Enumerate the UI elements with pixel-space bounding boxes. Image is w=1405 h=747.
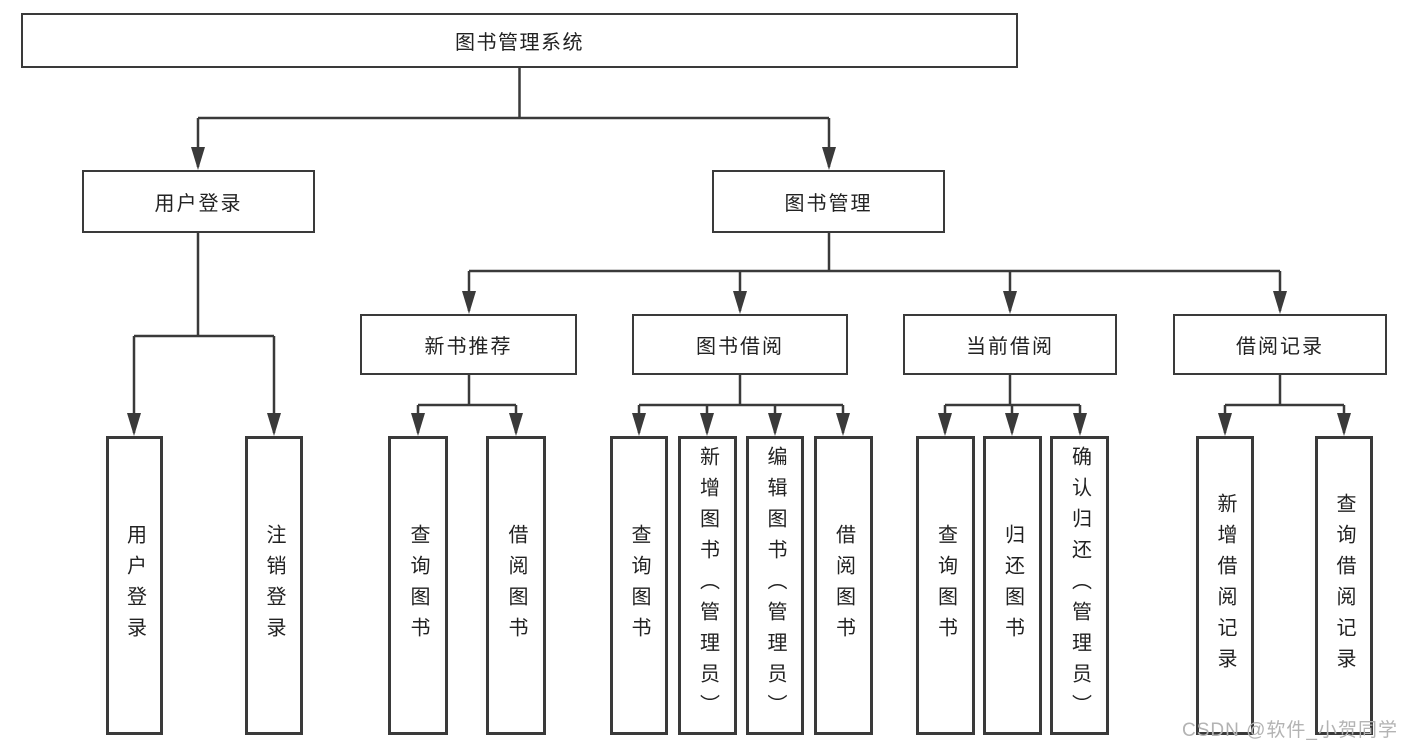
wire-user-login-children [127,233,281,436]
leaf-add-book-admin: 新增图书（管理员） [678,436,737,735]
csdn-watermark: CSDN @软件_小贺同学 [1182,720,1398,741]
leaf-add-book-admin-label: 新增图书（管理员） [696,446,719,725]
leaf-query-books-borrow-label: 查询图书 [628,523,650,648]
node-borrow-record: 借阅记录 [1173,314,1387,375]
wire-root-to-level2 [191,68,836,170]
leaf-borrow-books-borrow: 借阅图书 [814,436,873,735]
node-book-borrow-label: 图书借阅 [696,336,784,358]
leaf-add-borrow-record: 新增借阅记录 [1196,436,1254,735]
wire-book-mgmt-children [462,233,1287,314]
leaf-return-books: 归还图书 [983,436,1042,735]
leaf-return-books-label: 归还图书 [1001,523,1024,648]
node-current-borrow: 当前借阅 [903,314,1117,375]
leaf-user-login-label: 用户登录 [123,523,146,648]
node-root-label: 图书管理系统 [455,32,584,54]
node-user-login-label: 用户登录 [154,193,243,215]
leaf-borrow-books-recommend-label: 借阅图书 [505,523,527,648]
leaf-edit-book-admin: 编辑图书（管理员） [746,436,804,735]
leaf-query-books-recommend-label: 查询图书 [407,523,429,648]
node-current-borrow-label: 当前借阅 [966,336,1054,358]
node-book-mgmt-label: 图书管理 [784,193,873,215]
wire-borrow-record-children [1218,375,1351,436]
leaf-query-borrow-record: 查询借阅记录 [1315,436,1373,735]
node-new-book-recommend-label: 新书推荐 [424,336,513,358]
node-book-mgmt: 图书管理 [712,170,945,233]
leaf-confirm-return-admin: 确认归还（管理员） [1050,436,1109,735]
leaf-borrow-books-recommend: 借阅图书 [486,436,546,735]
leaf-logout: 注销登录 [245,436,303,735]
leaf-add-borrow-record-label: 新增借阅记录 [1214,492,1236,679]
leaf-query-books-current-label: 查询图书 [934,523,957,648]
leaf-borrow-books-borrow-label: 借阅图书 [832,523,855,648]
wire-current-borrow-children [938,375,1087,436]
node-book-borrow: 图书借阅 [632,314,848,375]
leaf-query-books-borrow: 查询图书 [610,436,668,735]
node-user-login: 用户登录 [82,170,315,233]
leaf-query-books-current: 查询图书 [916,436,975,735]
leaf-logout-label: 注销登录 [263,523,285,648]
leaf-user-login: 用户登录 [106,436,163,735]
leaf-confirm-return-admin-label: 确认归还（管理员） [1068,446,1091,725]
leaf-query-books-recommend: 查询图书 [388,436,448,735]
node-new-book-recommend: 新书推荐 [360,314,577,375]
node-root: 图书管理系统 [21,13,1018,68]
node-borrow-record-label: 借阅记录 [1236,336,1324,358]
leaf-query-borrow-record-label: 查询借阅记录 [1333,492,1355,679]
wire-book-borrow-children [632,375,850,436]
leaf-edit-book-admin-label: 编辑图书（管理员） [764,446,786,725]
wire-new-book-children [411,375,523,436]
